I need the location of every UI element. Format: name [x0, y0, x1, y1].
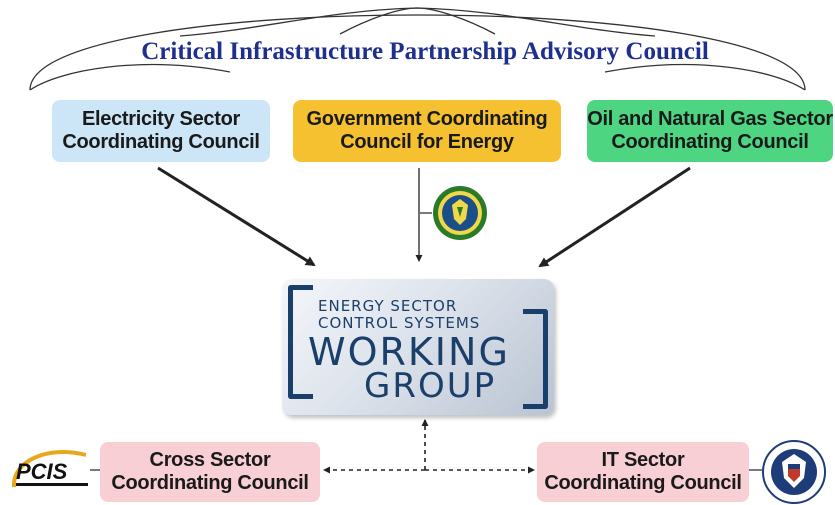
- doe-seal-icon: [433, 186, 487, 240]
- council-title: Critical Infrastructure Partnership Advi…: [141, 38, 709, 65]
- electricity-line2: Coordinating Council: [62, 131, 260, 153]
- government-line2: Council for Energy: [340, 131, 514, 153]
- electricity-sector-box: Electricity Sector Coordinating Council: [52, 100, 270, 162]
- cross-sector-line2: Coordinating Council: [111, 472, 309, 494]
- electricity-line1: Electricity Sector: [81, 108, 240, 130]
- it-sector-box: IT Sector Coordinating Council: [537, 442, 749, 502]
- bracket-left: [288, 285, 313, 399]
- working-group-logo: Energy Sector Control Systems Working Gr…: [282, 279, 554, 415]
- bracket-right: [523, 309, 548, 409]
- oil-gas-line1: Oil and Natural Gas Sector: [587, 108, 833, 130]
- pcis-text: PCIS: [16, 459, 68, 484]
- government-council-box: Government Coordinating Council for Ener…: [293, 100, 561, 162]
- it-sector-line1: IT Sector: [601, 449, 685, 471]
- cross-sector-line1: Cross Sector: [149, 449, 271, 471]
- pcis-logo: PCIS: [11, 450, 88, 488]
- oil-gas-line2: Coordinating Council: [611, 131, 809, 153]
- cross-sector-box: Cross Sector Coordinating Council: [100, 442, 320, 502]
- umbrella-arc: [29, 7, 806, 91]
- wg-working: Working: [308, 330, 510, 374]
- oil-gas-sector-box: Oil and Natural Gas Sector Coordinating …: [587, 100, 833, 162]
- wg-energy-sector: Energy Sector: [318, 297, 458, 315]
- it-sector-line2: Coordinating Council: [544, 472, 742, 494]
- arrow-oilgas-to-wg: [538, 166, 691, 268]
- government-line1: Government Coordinating: [306, 108, 548, 130]
- wg-control-systems: Control Systems: [318, 314, 481, 332]
- dhs-seal-icon: [762, 440, 826, 504]
- wg-group: Group: [364, 366, 497, 406]
- arrow-electricity-to-wg: [157, 166, 316, 267]
